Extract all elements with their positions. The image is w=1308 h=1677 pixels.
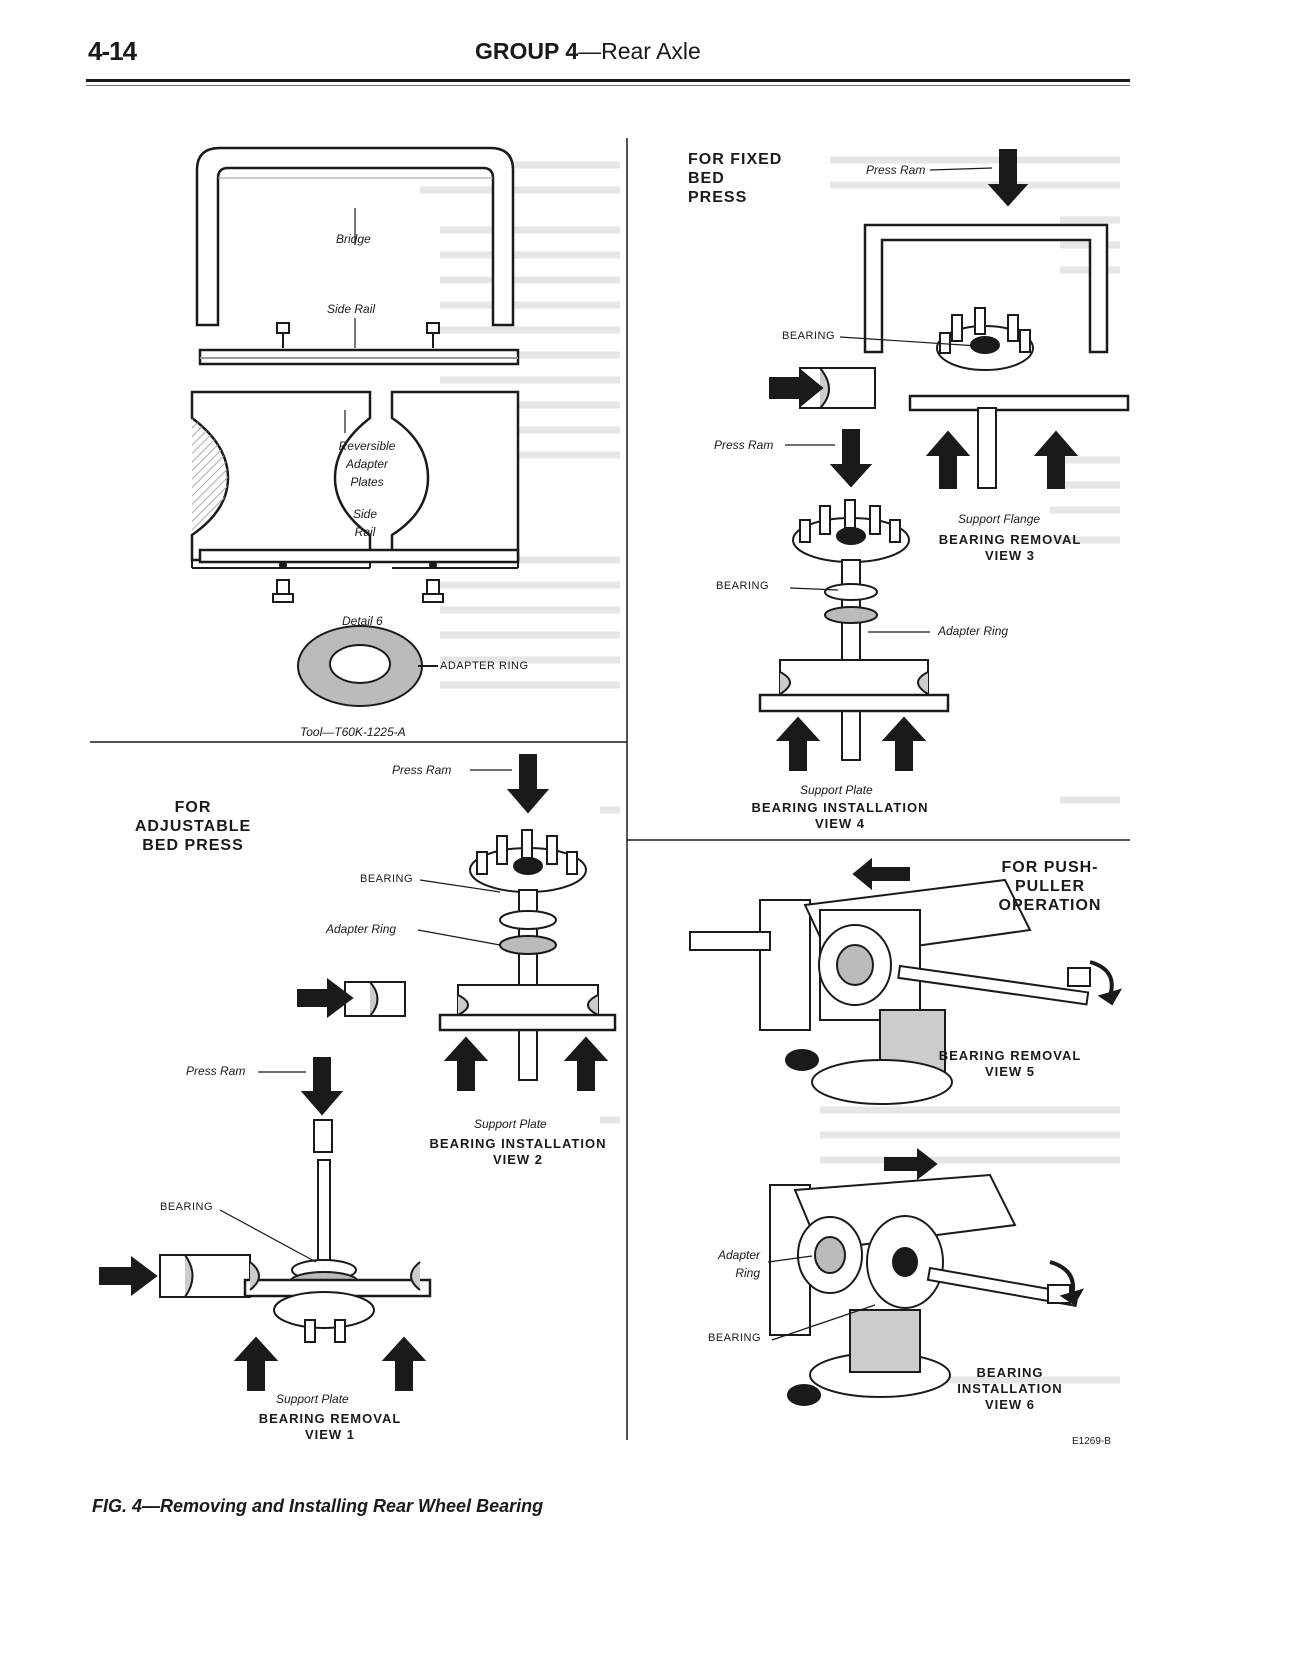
view3-title: BEARING REMOVAL <box>938 532 1082 547</box>
view2-bearing-label: BEARING <box>360 873 414 885</box>
view6-bearing-label: BEARING <box>708 1332 762 1344</box>
adjustable-bed-press-heading: FOR ADJUSTABLE BED PRESS <box>134 799 252 854</box>
reversible-adapter-plates-label: Reversible Adapter Plates <box>338 439 396 489</box>
view2-caption: BEARING INSTALLATION VIEW 2 <box>418 1136 618 1168</box>
view5-number: VIEW 5 <box>984 1064 1036 1079</box>
view6-title: BEARING INSTALLATION <box>957 1365 1063 1396</box>
view1-bearing-label: BEARING <box>160 1201 214 1213</box>
side-rail-bottom-label: Side Rail <box>352 507 378 539</box>
view1-number: VIEW 1 <box>304 1427 356 1442</box>
view1-caption: BEARING REMOVAL VIEW 1 <box>230 1411 430 1443</box>
header-rule-thin <box>86 85 1130 86</box>
view3-bearing-label: BEARING <box>782 330 836 342</box>
view4-number: VIEW 4 <box>814 816 866 831</box>
view2-number: VIEW 2 <box>492 1152 544 1167</box>
page-header-title: GROUP 4—Rear Axle <box>475 38 701 65</box>
view1-support-plate-label: Support Plate <box>276 1392 349 1406</box>
view4-press-ram-label: Press Ram <box>714 438 774 452</box>
detail-label: Detail 6 <box>342 614 383 628</box>
view2-title: BEARING INSTALLATION <box>429 1136 607 1151</box>
view2-adapter-ring-label: Adapter Ring <box>326 922 397 936</box>
view4-caption: BEARING INSTALLATION VIEW 4 <box>740 800 940 832</box>
view1-press-ram-label: Press Ram <box>186 1064 246 1078</box>
view6-caption: BEARING INSTALLATION VIEW 6 <box>945 1365 1075 1413</box>
view5-caption: BEARING REMOVAL VIEW 5 <box>920 1048 1100 1080</box>
view3-support-flange-label: Support Flange <box>958 512 1041 526</box>
view4-adapter-ring-label: Adapter Ring <box>938 624 1009 638</box>
view2-support-plate-label: Support Plate <box>474 1117 547 1131</box>
view4-title: BEARING INSTALLATION <box>751 800 929 815</box>
page-number: 4-14 <box>88 36 137 66</box>
adapter-ring-detail-label: ADAPTER RING <box>440 660 529 672</box>
side-rail-top-label: Side Rail <box>327 302 376 316</box>
view3-press-ram-label: Press Ram <box>866 163 926 177</box>
ghost-text-columns <box>420 156 1120 1384</box>
view3-caption: BEARING REMOVAL VIEW 3 <box>920 532 1100 564</box>
view4-support-plate-label: Support Plate <box>800 783 873 797</box>
fixed-bed-press-heading: FOR FIXED BED PRESS <box>688 151 783 206</box>
view6-adapter-ring-label: Adapter Ring <box>717 1248 760 1280</box>
push-puller-heading: FOR PUSH-PULLER OPERATION <box>998 859 1102 914</box>
group-label: GROUP 4 <box>475 38 579 64</box>
view6-number: VIEW 6 <box>984 1397 1036 1412</box>
tool-number-label: Tool—T60K-1225-A <box>300 725 406 739</box>
section-title: —Rear Axle <box>578 38 701 64</box>
view2-press-ram-label: Press Ram <box>392 763 452 777</box>
view3-number: VIEW 3 <box>984 548 1036 563</box>
view4-bearing-label: BEARING <box>716 580 770 592</box>
view1-title: BEARING REMOVAL <box>258 1411 402 1426</box>
figure-code: E1269-B <box>1072 1436 1111 1447</box>
bridge-label: Bridge <box>336 232 371 246</box>
view5-title: BEARING REMOVAL <box>938 1048 1082 1063</box>
header-rule <box>86 79 1130 82</box>
figure-caption: FIG. 4—Removing and Installing Rear Whee… <box>92 1496 544 1516</box>
